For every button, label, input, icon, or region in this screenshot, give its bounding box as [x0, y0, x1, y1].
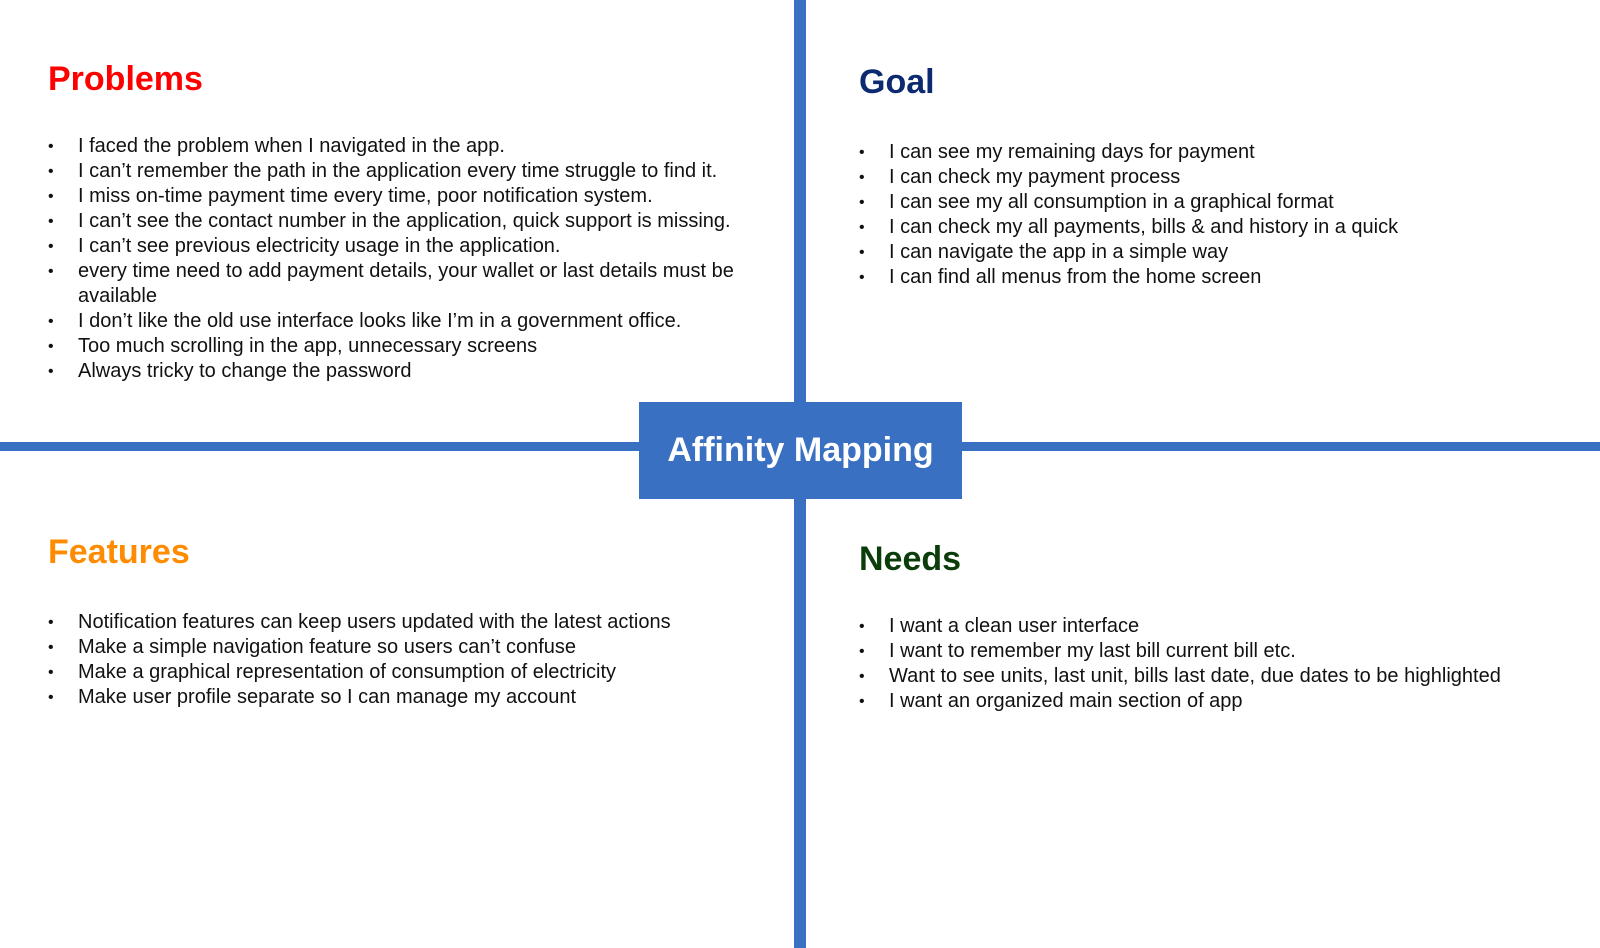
problems-list-item: I faced the problem when I navigated in … — [48, 134, 778, 159]
features-list-item: Make a graphical representation of consu… — [48, 660, 778, 685]
problems-quadrant: Problems I faced the problem when I navi… — [48, 59, 778, 384]
problems-list-item: I can’t remember the path in the applica… — [48, 159, 778, 184]
goal-list-item: I can check my payment process — [859, 165, 1559, 190]
goal-heading: Goal — [859, 63, 935, 101]
goal-quadrant: Goal I can see my remaining days for pay… — [859, 62, 1559, 290]
features-list-item: Make a simple navigation feature so user… — [48, 635, 778, 660]
problems-list-item: I can’t see previous electricity usage i… — [48, 234, 778, 259]
needs-heading: Needs — [859, 540, 962, 578]
needs-quadrant: Needs I want a clean user interfaceI wan… — [859, 539, 1579, 714]
goal-list-item: I can check my all payments, bills & and… — [859, 215, 1559, 240]
features-quadrant: Features Notification features can keep … — [48, 532, 778, 710]
problems-list-item: I miss on-time payment time every time, … — [48, 184, 778, 209]
problems-list-item: I don’t like the old use interface looks… — [48, 309, 778, 334]
features-list-item: Make user profile separate so I can mana… — [48, 685, 778, 710]
features-heading: Features — [48, 533, 190, 571]
needs-list-item: Want to see units, last unit, bills last… — [859, 664, 1579, 689]
goal-list-item: I can navigate the app in a simple way — [859, 240, 1559, 265]
needs-list: I want a clean user interfaceI want to r… — [859, 614, 1579, 714]
goal-list-item: I can find all menus from the home scree… — [859, 265, 1559, 290]
goal-list: I can see my remaining days for paymentI… — [859, 140, 1559, 290]
needs-list-item: I want a clean user interface — [859, 614, 1579, 639]
problems-list: I faced the problem when I navigated in … — [48, 134, 778, 384]
features-list-item: Notification features can keep users upd… — [48, 610, 778, 635]
problems-list-item: I can’t see the contact number in the ap… — [48, 209, 778, 234]
problems-heading: Problems — [48, 60, 203, 98]
problems-list-item: Too much scrolling in the app, unnecessa… — [48, 334, 778, 359]
affinity-mapping-title: Affinity Mapping — [639, 402, 962, 499]
problems-list-item: Always tricky to change the password — [48, 359, 778, 384]
features-list: Notification features can keep users upd… — [48, 610, 778, 710]
problems-list-item: every time need to add payment details, … — [48, 259, 778, 309]
goal-list-item: I can see my remaining days for payment — [859, 140, 1559, 165]
needs-list-item: I want an organized main section of app — [859, 689, 1579, 714]
needs-list-item: I want to remember my last bill current … — [859, 639, 1579, 664]
goal-list-item: I can see my all consumption in a graphi… — [859, 190, 1559, 215]
